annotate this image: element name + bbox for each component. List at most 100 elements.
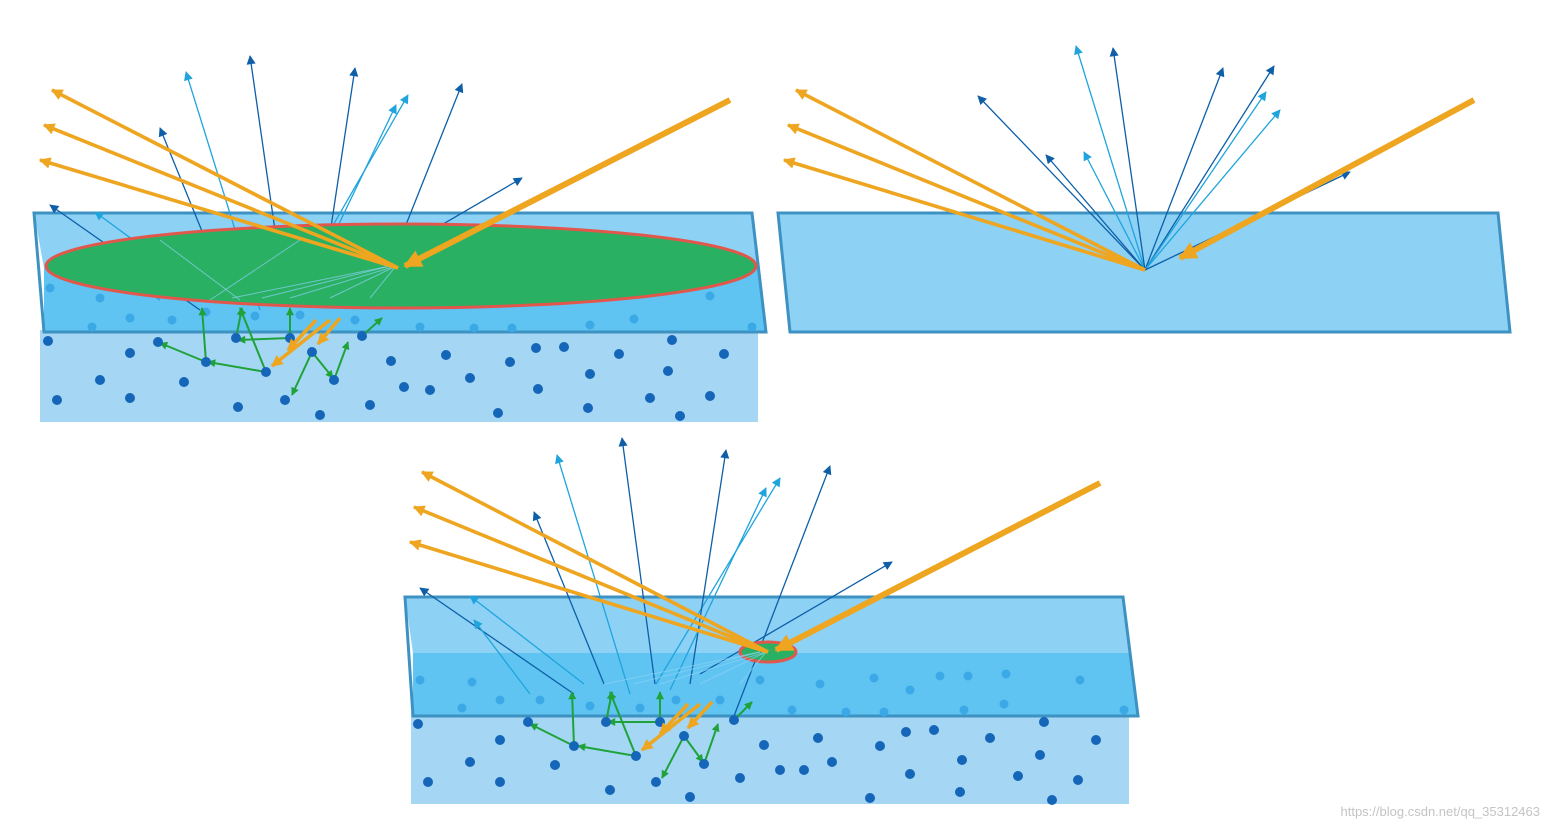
subsurface-particle [605, 785, 615, 795]
layer-particle [295, 310, 305, 320]
refracted-ray [658, 702, 690, 736]
subsurface-particle [955, 787, 965, 797]
scatter-particle [201, 357, 211, 367]
subsurface-particle [399, 382, 409, 392]
subsurface-particle [386, 356, 396, 366]
subsurface-particle [905, 769, 915, 779]
subsurface-particle [719, 349, 729, 359]
subsurface-particle [533, 384, 543, 394]
subsurface-particle [425, 385, 435, 395]
layer-particle [535, 695, 545, 705]
layer-particle [869, 673, 879, 683]
layer-particle [879, 707, 889, 717]
internal-ray [231, 265, 391, 299]
subsurface-particle [685, 792, 695, 802]
subsurface-particle [52, 395, 62, 405]
subsurface-particle [1091, 735, 1101, 745]
reflected-ray [977, 95, 1146, 271]
substrate-block [411, 712, 1129, 804]
reflected-ray [669, 487, 767, 691]
specular-ray [408, 539, 769, 654]
layer-particle [963, 671, 973, 681]
layer-particle [747, 322, 757, 332]
specular-ray [782, 157, 1146, 272]
internal-ray [369, 265, 397, 299]
reflected-ray [1144, 65, 1275, 271]
subsurface-particle [827, 757, 837, 767]
scatter-particle [729, 715, 739, 725]
layer-particle [1001, 669, 1011, 679]
layer-particle [755, 675, 765, 685]
subsurface-particle [1047, 795, 1057, 805]
subsurface-particle [705, 391, 715, 401]
panel-specular [776, 45, 1512, 334]
subsurface-particle [465, 373, 475, 383]
subsurface-particle [675, 411, 685, 421]
subsurface-particle [735, 773, 745, 783]
reflected-ray [1045, 154, 1146, 271]
layer-particle [415, 675, 425, 685]
subsurface-particle [125, 348, 135, 358]
scatter-particle [651, 777, 661, 787]
layer-particle [905, 685, 915, 695]
scatter-particle [329, 375, 339, 385]
subsurface-particle [423, 777, 433, 787]
watermark: https://blog.csdn.net/qq_35312463 [1340, 804, 1541, 819]
subsurface-particle [1013, 771, 1023, 781]
layer-particle [999, 699, 1009, 709]
substrate-block [40, 330, 758, 422]
reflected-ray [555, 454, 631, 695]
reflected-ray [1083, 151, 1146, 271]
layer-particle [959, 705, 969, 715]
scatter-path [333, 341, 350, 381]
subsurface-particle [775, 765, 785, 775]
subsurface-particle [95, 375, 105, 385]
scatter-particle [655, 717, 665, 727]
subsurface-particle [645, 393, 655, 403]
specular-ray [38, 157, 399, 270]
subsurface-particle [799, 765, 809, 775]
subsurface-particle [901, 727, 911, 737]
subsurface-particle [495, 777, 505, 787]
scatter-path [198, 307, 207, 363]
subsurface-particle [957, 755, 967, 765]
reflected-ray [655, 477, 781, 685]
refracted-ray [686, 700, 714, 730]
subsurface-particle [667, 335, 677, 345]
incident-ray [403, 97, 732, 269]
refracted-ray [286, 318, 318, 352]
internal-ray [159, 239, 241, 301]
subsurface-particle [663, 366, 673, 376]
scatter-particle [153, 337, 163, 347]
subsurface-particle [505, 357, 515, 367]
scatter-path [609, 691, 637, 757]
internal-ray [329, 265, 397, 299]
panel-wide-spot [32, 55, 768, 422]
layer-particle [705, 291, 715, 301]
scatter-path [577, 743, 637, 757]
internal-ray [699, 651, 767, 685]
subsurface-particle [465, 757, 475, 767]
scatter-path [207, 359, 267, 373]
scatter-particle [523, 717, 533, 727]
layer-particle [1119, 705, 1129, 715]
layer-particle [495, 695, 505, 705]
reflected-ray [1144, 109, 1281, 271]
layer-particle [815, 679, 825, 689]
reflected-ray [1074, 45, 1146, 271]
reflected-ray [419, 587, 575, 695]
scatter-path [235, 307, 245, 339]
specular-ray [786, 123, 1146, 272]
surface-layer-bottom [413, 653, 1138, 716]
panel-small-spot [403, 437, 1140, 805]
scatter-path [159, 342, 207, 363]
scatter-path [568, 691, 577, 747]
scatter-path [703, 723, 720, 765]
scatter-path [529, 723, 575, 747]
subsurface-particle [43, 336, 53, 346]
layer-particle [45, 283, 55, 293]
subsurface-particle [413, 719, 423, 729]
internal-ray [739, 651, 767, 685]
scatter-particle [679, 731, 689, 741]
